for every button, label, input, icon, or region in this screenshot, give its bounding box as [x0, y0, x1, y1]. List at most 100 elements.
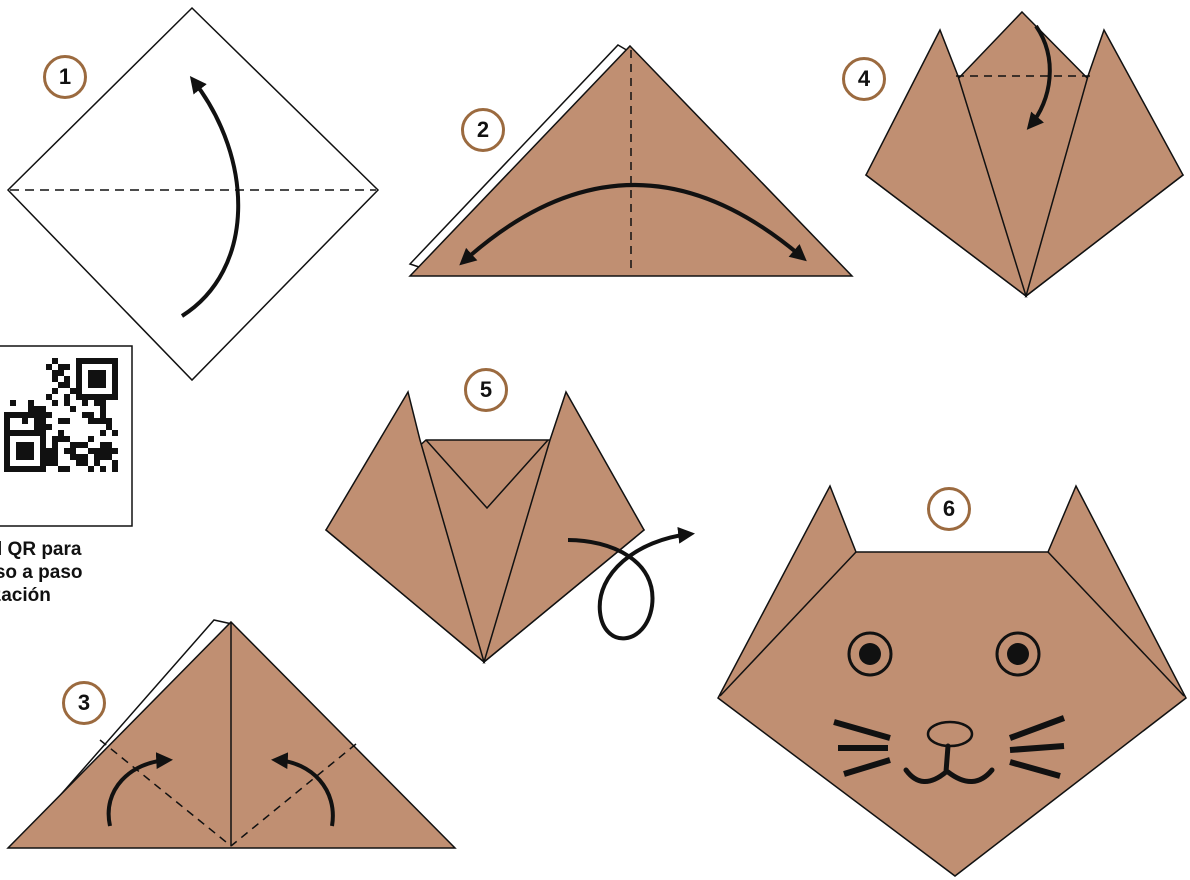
qr-module — [88, 448, 94, 454]
step-6-figure — [717, 484, 1187, 877]
qr-module — [70, 442, 76, 448]
qr-module — [88, 412, 94, 418]
qr-module — [58, 466, 64, 472]
qr-module — [88, 436, 94, 442]
step-5-turn-over-arrow — [567, 526, 696, 641]
qr-module — [94, 454, 100, 460]
qr-module — [94, 448, 100, 454]
qr-module — [52, 460, 58, 466]
qr-module — [52, 370, 58, 376]
qr-module — [94, 418, 100, 424]
qr-module — [106, 448, 112, 454]
qr-module — [82, 460, 88, 466]
qr-modules — [4, 358, 118, 472]
step-2-badge: 2 — [461, 108, 505, 152]
qr-module — [58, 364, 64, 370]
qr-module — [52, 436, 58, 442]
step-2-figure — [408, 44, 854, 277]
qr-module — [64, 376, 70, 382]
qr-code — [0, 345, 133, 527]
qr-module — [76, 442, 82, 448]
qr-module — [70, 448, 76, 454]
step-3-right-arrow — [270, 752, 335, 827]
qr-module — [64, 400, 70, 406]
qr-module — [52, 358, 58, 364]
step-6-right-ear-line — [1047, 551, 1185, 697]
step-4-badge: 4 — [842, 57, 886, 101]
qr-module — [46, 394, 52, 400]
qr-module — [52, 376, 58, 382]
step-6-nose — [926, 720, 974, 748]
qr-module — [100, 406, 106, 412]
qr-module — [52, 400, 58, 406]
qr-module — [100, 466, 106, 472]
step-1-paper-square — [6, 6, 380, 382]
step-3-figure — [6, 619, 457, 849]
qr-module — [58, 370, 64, 376]
step-3-left-fold-line — [99, 739, 232, 847]
qr-caption-line-3: ealización — [0, 585, 51, 606]
qr-module — [82, 400, 88, 406]
qr-module — [70, 388, 76, 394]
step-6-right-eye-ring — [995, 631, 1041, 677]
qr-module — [46, 454, 52, 460]
qr-module — [34, 424, 40, 430]
qr-module — [40, 424, 46, 430]
qr-module — [46, 448, 52, 454]
step-5-figure — [324, 390, 696, 665]
qr-module — [58, 436, 64, 442]
qr-module — [58, 430, 64, 436]
qr-module — [52, 454, 58, 460]
qr-module — [100, 400, 106, 406]
qr-module — [64, 394, 70, 400]
qr-module — [112, 466, 118, 472]
step-1-badge: 1 — [43, 55, 87, 99]
qr-module — [28, 400, 34, 406]
qr-module — [100, 442, 106, 448]
qr-module — [40, 406, 46, 412]
step-6-left-eye-ring — [847, 631, 893, 677]
step-1-figure — [6, 6, 380, 382]
qr-module — [34, 406, 40, 412]
qr-module — [82, 412, 88, 418]
step-6-left-ear-line — [719, 551, 857, 697]
qr-module — [94, 460, 100, 466]
qr-module — [10, 400, 16, 406]
step-6-mouth — [903, 743, 995, 784]
qr-module — [106, 424, 112, 430]
qr-module — [100, 412, 106, 418]
qr-module — [94, 400, 100, 406]
step-2-spread-arrow — [459, 183, 807, 266]
qr-finder-inner — [88, 370, 106, 388]
step-6-whisker-left-1 — [833, 719, 891, 741]
qr-module — [52, 442, 58, 448]
step-6-badge: 6 — [927, 487, 971, 531]
qr-module — [112, 430, 118, 436]
qr-module — [64, 448, 70, 454]
qr-module — [58, 418, 64, 424]
qr-module — [106, 454, 112, 460]
qr-module — [40, 412, 46, 418]
qr-module — [64, 418, 70, 424]
qr-module — [106, 418, 112, 424]
qr-module — [34, 412, 40, 418]
qr-module — [76, 454, 82, 460]
qr-module — [100, 430, 106, 436]
qr-module — [100, 454, 106, 460]
qr-module — [52, 388, 58, 394]
qr-module — [112, 460, 118, 466]
qr-module — [22, 418, 28, 424]
qr-module — [82, 454, 88, 460]
qr-module — [34, 418, 40, 424]
qr-caption-line-1: ea el QR para — [0, 539, 82, 560]
qr-module — [64, 436, 70, 442]
qr-module — [88, 418, 94, 424]
step-3-badge: 3 — [62, 681, 106, 725]
qr-module — [52, 448, 58, 454]
qr-module — [4, 424, 10, 430]
qr-module — [16, 412, 22, 418]
qr-module — [4, 412, 10, 418]
qr-module — [4, 418, 10, 424]
qr-module — [64, 382, 70, 388]
